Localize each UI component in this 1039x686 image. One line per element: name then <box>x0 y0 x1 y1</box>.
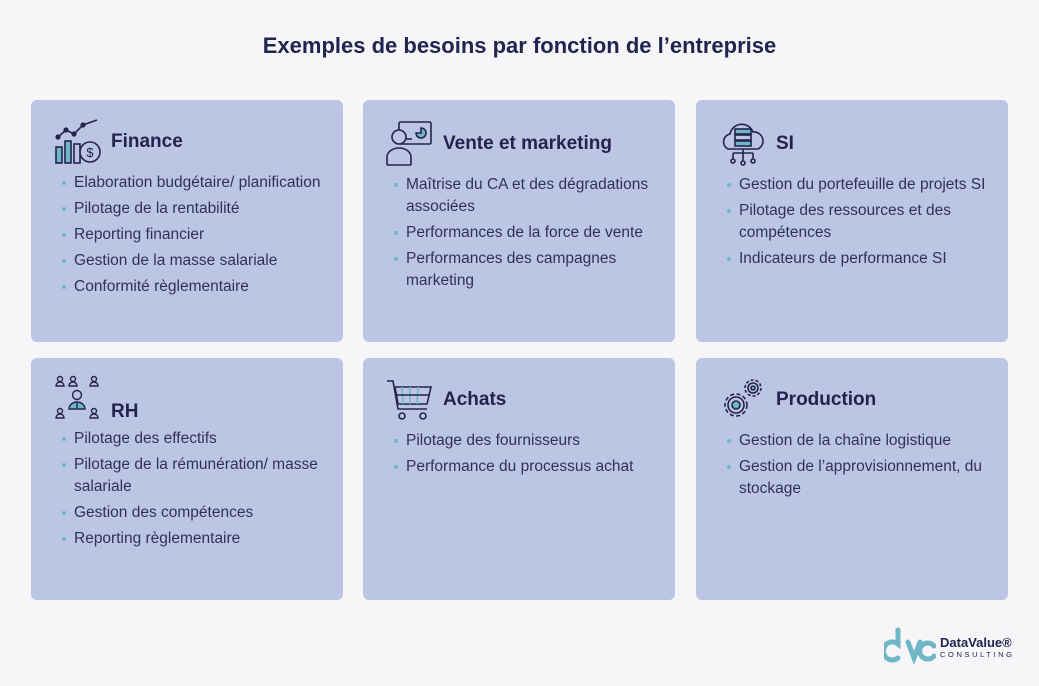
svg-text:$: $ <box>86 145 94 160</box>
list-item: Pilotage des effectifs <box>61 428 329 450</box>
list-item: Gestion du portefeuille de projets SI <box>726 174 994 196</box>
list-item: Conformité règlementaire <box>61 276 329 298</box>
list-item: Reporting règlementaire <box>61 528 329 550</box>
people-network-icon <box>53 373 103 423</box>
gears-icon <box>718 375 768 425</box>
list-item: Pilotage de la rémunération/ masse salar… <box>61 454 329 498</box>
datavalue-logo: DataValue® CONSULTING <box>880 626 1015 669</box>
list-item: Gestion de la masse salariale <box>61 250 329 272</box>
cloud-server-icon <box>718 119 768 169</box>
list-item: Maîtrise du CA et des dégradations assoc… <box>393 174 661 218</box>
list-item: Gestion de l’approvisionnement, du stock… <box>726 456 994 500</box>
list-item: Performances de la force de vente <box>393 222 661 244</box>
card-header: Production <box>718 374 876 426</box>
logo-text: DataValue® CONSULTING <box>940 635 1015 660</box>
page-title: Exemples de besoins par fonction de l’en… <box>262 33 777 58</box>
list-item: Gestion des compétences <box>61 502 329 524</box>
card-title: SI <box>776 133 794 154</box>
logo-subtitle: CONSULTING <box>940 650 1015 659</box>
card-list: Maîtrise du CA et des dégradations assoc… <box>393 174 661 296</box>
card-header: $ Finance <box>53 116 183 168</box>
card-list: Gestion de la chaîne logistique Gestion … <box>726 430 994 504</box>
card-si: SI Gestion du portefeuille de projets SI… <box>696 100 1008 342</box>
salesperson-screen-icon <box>385 119 435 169</box>
list-item: Pilotage des fournisseurs <box>393 430 661 452</box>
card-header: SI <box>718 118 794 170</box>
card-title: Production <box>776 389 877 410</box>
card-list: Gestion du portefeuille de projets SI Pi… <box>726 174 994 274</box>
card-list: Pilotage des fournisseurs Performance du… <box>393 430 661 482</box>
card-header: Vente et marketing <box>385 118 612 170</box>
list-item: Performance du processus achat <box>393 456 661 478</box>
card-vente-marketing: Vente et marketing Maîtrise du CA et des… <box>363 100 675 342</box>
logo-brand: DataValue® <box>940 635 1012 650</box>
card-finance: $ Finance Elaboration budgétaire/ planif… <box>31 100 343 342</box>
card-production: Production Gestion de la chaîne logistiq… <box>696 358 1008 600</box>
card-title: RH <box>111 401 139 422</box>
finance-chart-coin-icon: $ <box>53 117 103 167</box>
datavalue-logo-mark <box>880 626 937 669</box>
card-list: Pilotage des effectifs Pilotage de la ré… <box>61 428 329 554</box>
list-item: Reporting financier <box>61 224 329 246</box>
card-title: Vente et marketing <box>443 133 612 154</box>
list-item: Pilotage des ressources et des compétenc… <box>726 200 994 244</box>
list-item: Pilotage de la rentabilité <box>61 198 329 220</box>
list-item: Gestion de la chaîne logistique <box>726 430 994 452</box>
card-achats: Achats Pilotage des fournisseurs Perform… <box>363 358 675 600</box>
card-title: Achats <box>443 389 507 410</box>
card-title: Finance <box>111 131 183 152</box>
list-item: Elaboration budgétaire/ planification <box>61 172 329 194</box>
card-list: Elaboration budgétaire/ planification Pi… <box>61 172 329 302</box>
card-header: Achats <box>385 374 506 426</box>
list-item: Indicateurs de performance SI <box>726 248 994 270</box>
list-item: Performances des campagnes marketing <box>393 248 661 292</box>
shopping-cart-icon <box>385 375 435 425</box>
card-header: RH <box>53 372 138 424</box>
card-rh: RH Pilotage des effectifs Pilotage de la… <box>31 358 343 600</box>
